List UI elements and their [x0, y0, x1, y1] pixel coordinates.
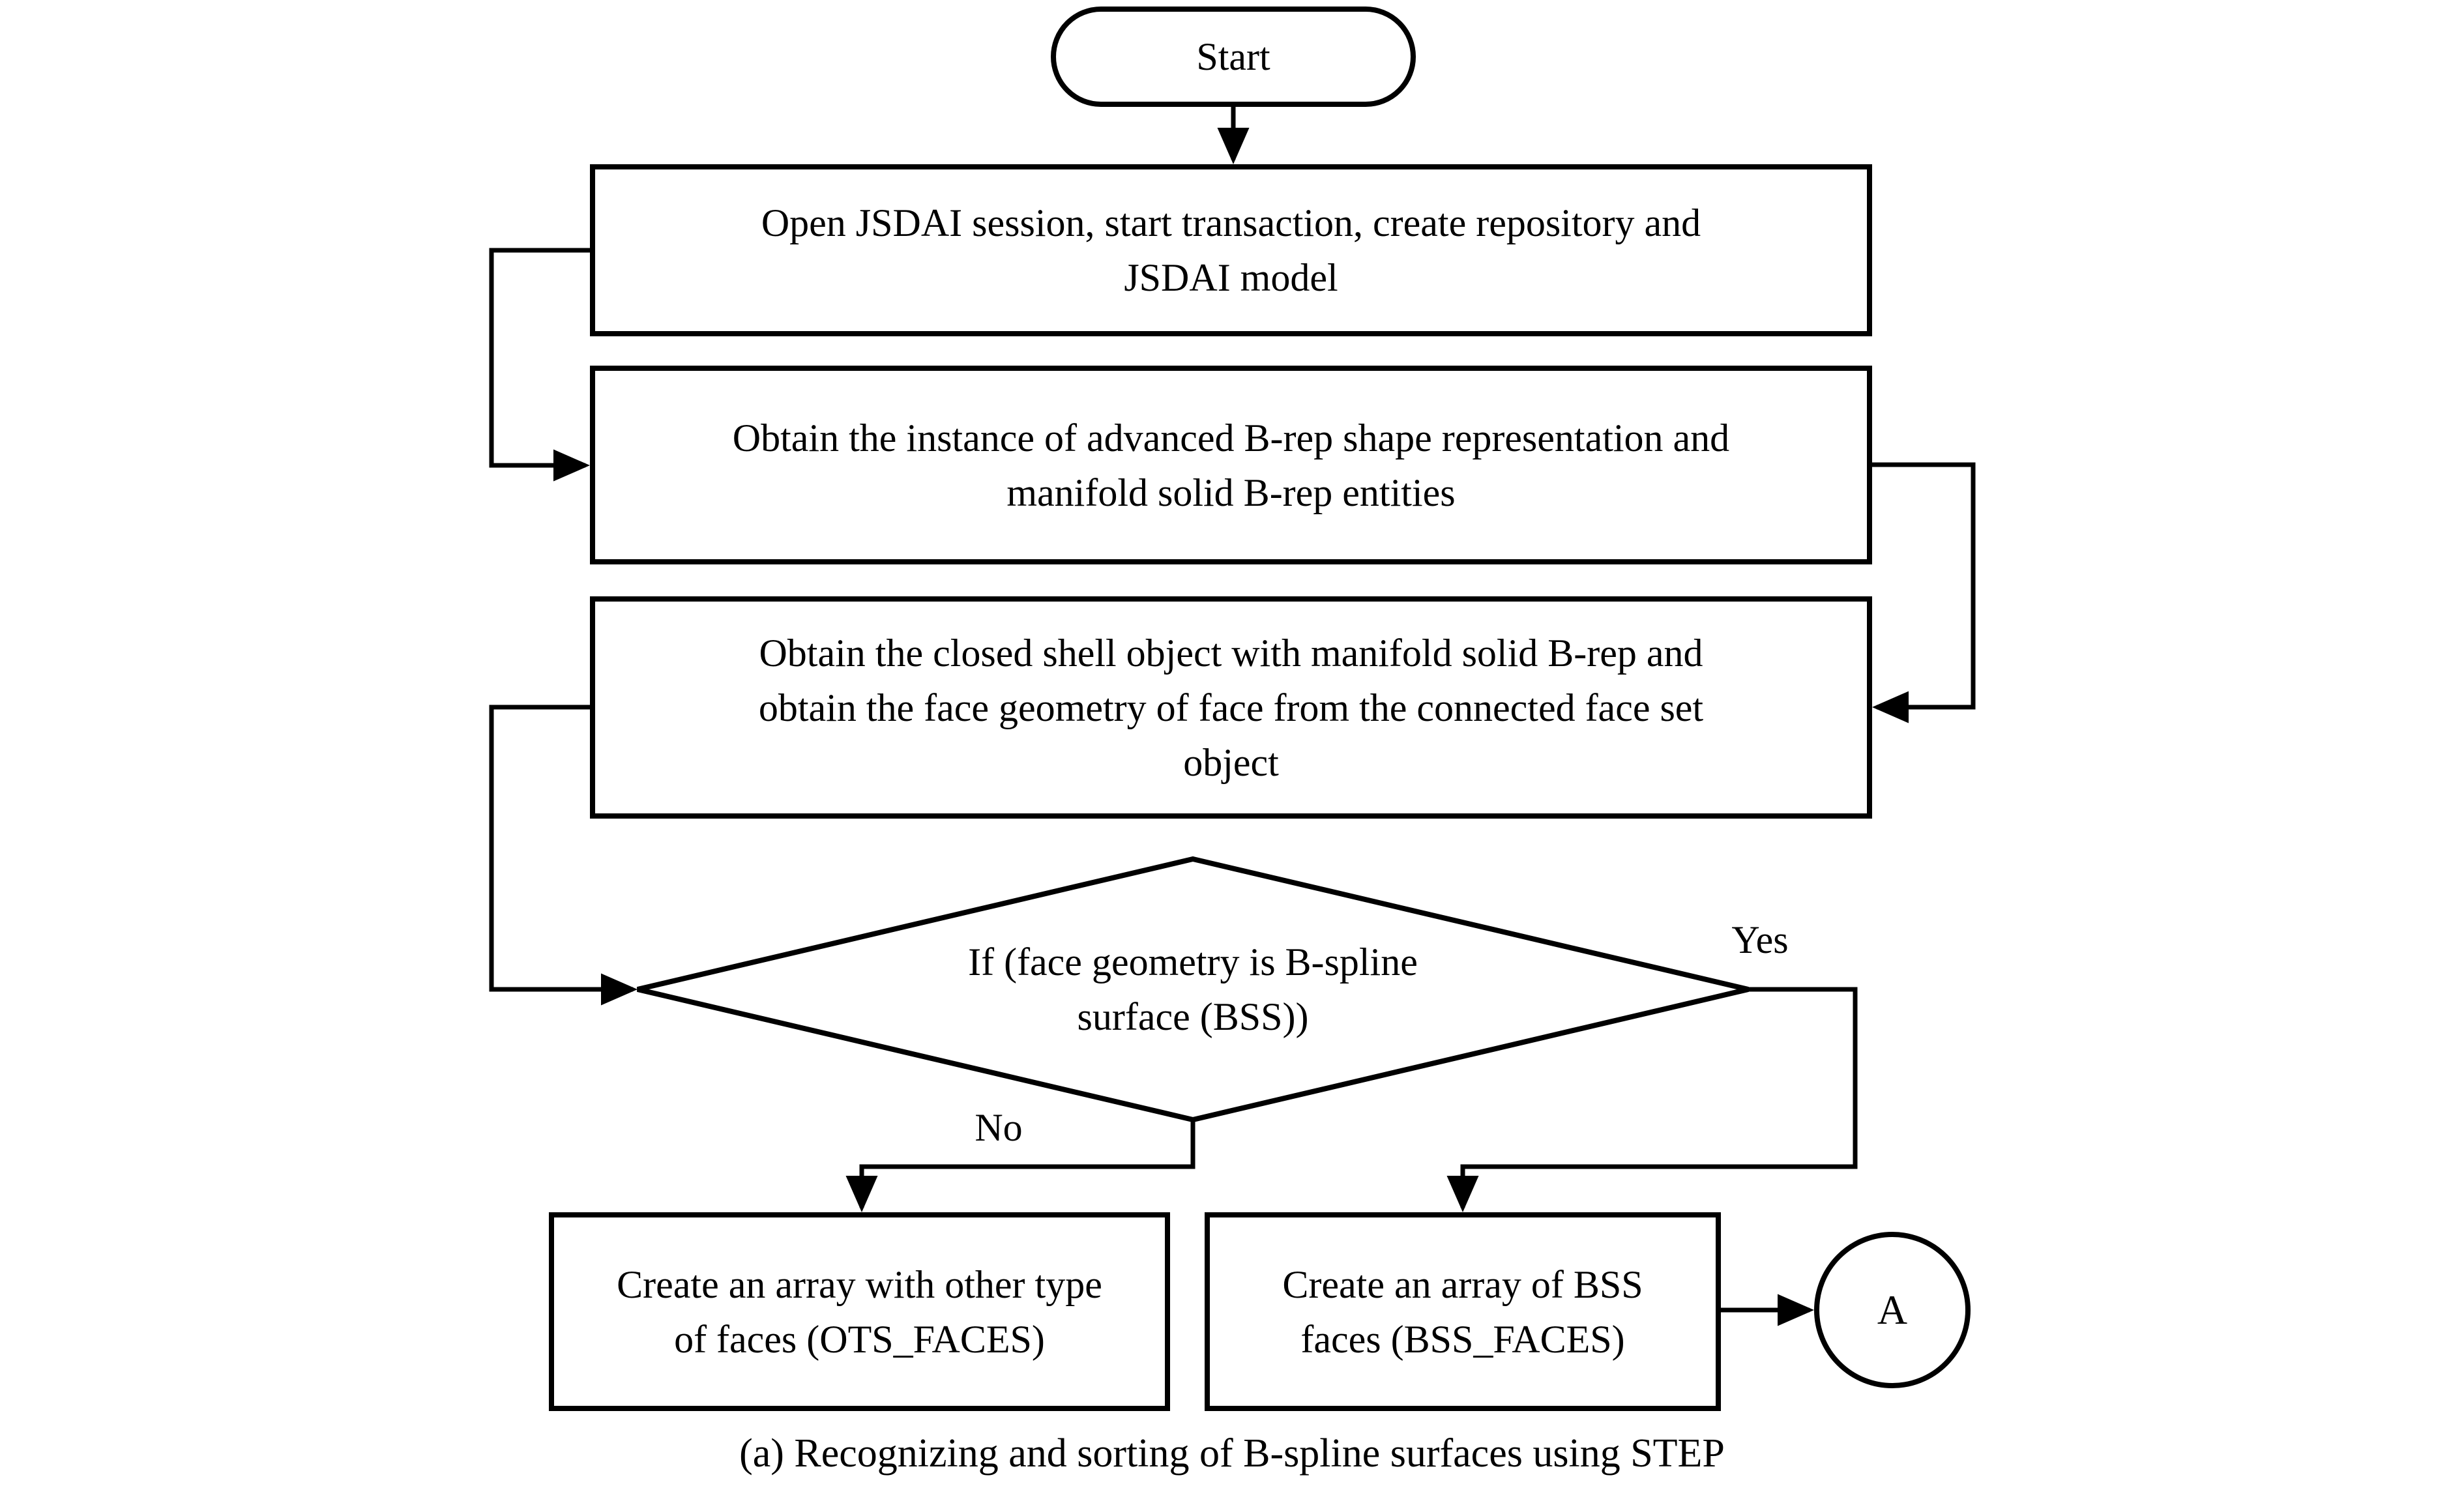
node-start-label: Start: [1196, 35, 1270, 78]
node-decision-bss: If (face geometry is B-spline surface (B…: [735, 911, 1650, 1068]
node-connector-a-label: A: [1877, 1287, 1908, 1333]
edge-decision-no-branch: [845, 1120, 1195, 1212]
node-create-ots-faces-label: Create an array with other type of faces…: [617, 1262, 1102, 1361]
node-create-ots-faces: Create an array with other type of faces…: [549, 1212, 1170, 1411]
node-obtain-brep-instance-label: Obtain the instance of advanced B-rep sh…: [732, 416, 1730, 514]
node-connector-a: A: [1814, 1232, 1971, 1388]
node-open-jsdai-session-label: Open JSDAI session, start transaction, c…: [761, 201, 1701, 299]
caption: (a) Recognizing and sorting of B-spline …: [739, 1431, 1725, 1476]
edge-label-no: No: [975, 1106, 1023, 1149]
edge-label-yes: Yes: [1731, 918, 1789, 961]
node-obtain-brep-instance: Obtain the instance of advanced B-rep sh…: [590, 366, 1872, 564]
edge-step1-to-step2: [489, 248, 590, 482]
node-open-jsdai-session: Open JSDAI session, start transaction, c…: [590, 164, 1872, 336]
node-obtain-closed-shell-label: Obtain the closed shell object with mani…: [758, 631, 1704, 784]
edge-decision-yes-branch: [1446, 987, 1858, 1212]
node-start: Start: [1051, 7, 1416, 107]
node-decision-bss-label: If (face geometry is B-spline surface (B…: [968, 940, 1418, 1038]
edge-step3-to-decision: [489, 705, 638, 1006]
node-create-bss-faces-label: Create an array of BSS faces (BSS_FACES): [1282, 1262, 1643, 1361]
node-create-bss-faces: Create an array of BSS faces (BSS_FACES): [1205, 1212, 1721, 1411]
edge-step2-to-step3: [1872, 462, 1976, 723]
node-obtain-closed-shell: Obtain the closed shell object with mani…: [590, 596, 1872, 819]
